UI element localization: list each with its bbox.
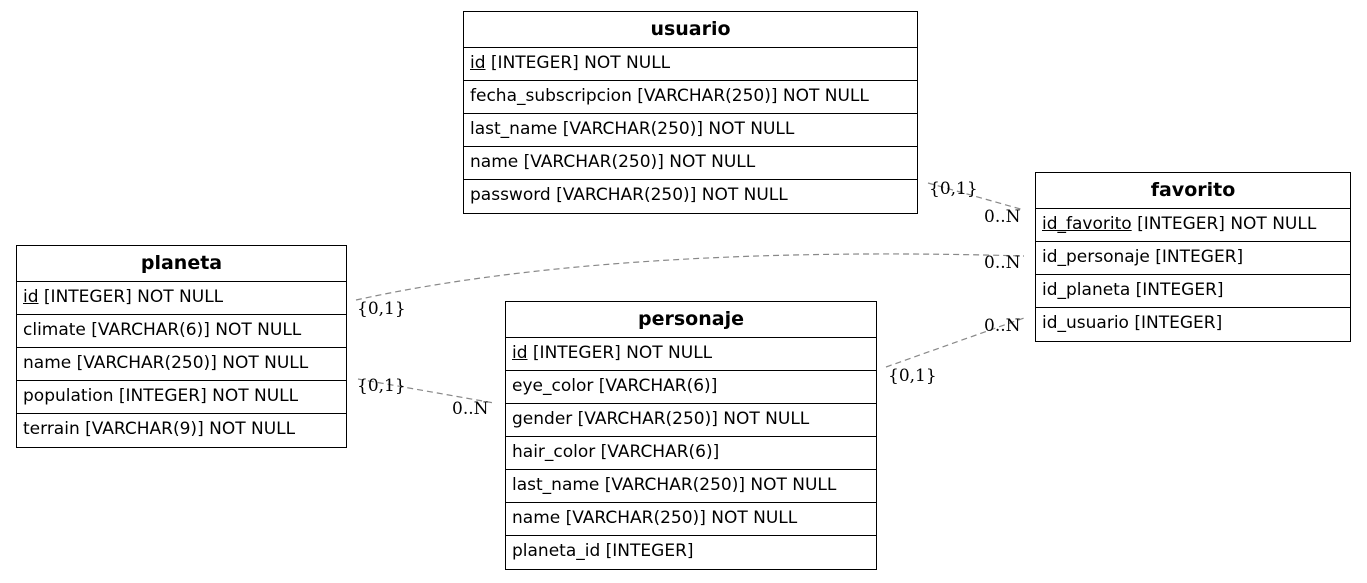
column-row: name [VARCHAR(250)] NOT NULL (17, 348, 346, 381)
edge-planeta-personaje (357, 378, 495, 404)
column-row: id_favorito [INTEGER] NOT NULL (1036, 209, 1350, 242)
column-row: id [INTEGER] NOT NULL (506, 338, 876, 371)
column-row: hair_color [VARCHAR(6)] (506, 437, 876, 470)
entity-title: favorito (1036, 173, 1350, 209)
primary-key: id (470, 53, 486, 73)
column-row: climate [VARCHAR(6)] NOT NULL (17, 315, 346, 348)
cardinality-favorito-side: 0..N (984, 253, 1021, 273)
column-row: fecha_subscripcion [VARCHAR(250)] NOT NU… (464, 81, 917, 114)
cardinality-personaje-side: 0..N (452, 399, 489, 419)
cardinality-favorito-side: 0..N (984, 316, 1021, 336)
column-row: id [INTEGER] NOT NULL (17, 282, 346, 315)
entity-title: usuario (464, 12, 917, 48)
entity-title: personaje (506, 302, 876, 338)
column-row: terrain [VARCHAR(9)] NOT NULL (23, 419, 296, 439)
primary-key: id (512, 343, 528, 363)
column-row: population [INTEGER] NOT NULL (17, 381, 346, 414)
column-row: last_name [VARCHAR(250)] NOT NULL (506, 470, 876, 503)
primary-key: id_favorito (1042, 214, 1132, 234)
entity-personaje[interactable]: personaje id [INTEGER] NOT NULL eye_colo… (505, 301, 877, 570)
cardinality-personaje-side: {0,1} (888, 366, 937, 386)
entity-favorito[interactable]: favorito id_favorito [INTEGER] NOT NULL … (1035, 172, 1351, 342)
column-row: id_personaje [INTEGER] (1036, 242, 1350, 275)
entity-usuario[interactable]: usuario id [INTEGER] NOT NULL fecha_subs… (463, 11, 918, 214)
column-row: name [VARCHAR(250)] NOT NULL (506, 503, 876, 536)
edge-personaje-favorito (885, 317, 1025, 368)
cardinality-usuario-side: {0,1} (929, 179, 978, 199)
column-row: planeta_id [INTEGER] (512, 541, 694, 561)
column-row: eye_color [VARCHAR(6)] (506, 371, 876, 404)
column-row: id_usuario [INTEGER] (1042, 313, 1223, 333)
entity-planeta[interactable]: planeta id [INTEGER] NOT NULL climate [V… (16, 245, 347, 448)
entity-title: planeta (17, 246, 346, 282)
column-row: id [INTEGER] NOT NULL (464, 48, 917, 81)
column-row: name [VARCHAR(250)] NOT NULL (464, 147, 917, 180)
column-row: last_name [VARCHAR(250)] NOT NULL (464, 114, 917, 147)
edge-usuario-favorito (927, 182, 1025, 211)
cardinality-favorito-side: 0..N (984, 207, 1021, 227)
primary-key: id (23, 287, 39, 307)
cardinality-planeta-side: {0,1} (357, 299, 406, 319)
edge-planeta-favorito (355, 253, 1025, 301)
column-row: password [VARCHAR(250)] NOT NULL (470, 185, 788, 205)
column-row: gender [VARCHAR(250)] NOT NULL (506, 404, 876, 437)
cardinality-planeta-side: {0,1} (357, 376, 406, 396)
column-row: id_planeta [INTEGER] (1036, 275, 1350, 308)
